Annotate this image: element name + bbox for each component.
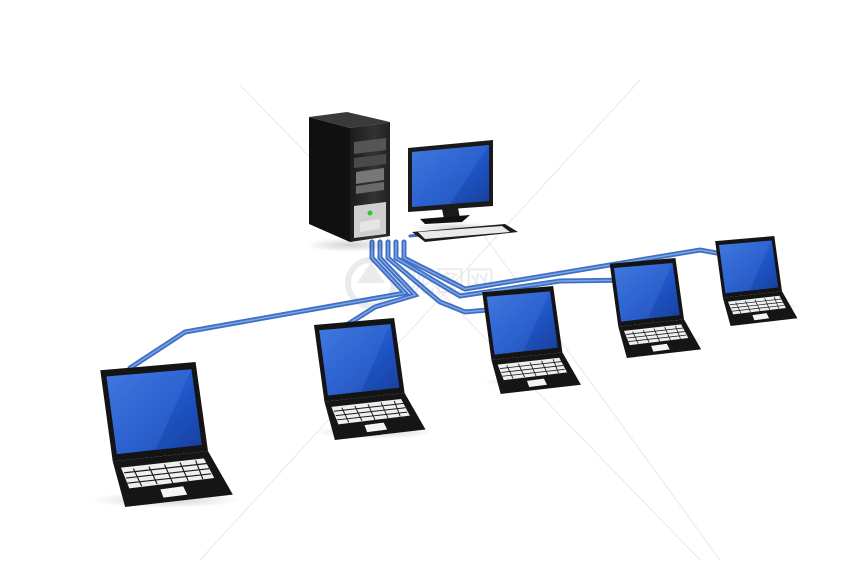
laptop-icon [481,286,587,394]
server-tower-icon [305,112,395,252]
laptop-icon [714,236,802,326]
network-cables [127,231,748,371]
desktop-monitor-icon [408,140,518,242]
laptop-icon [313,318,435,440]
laptop-icon [609,258,708,358]
laptop-icon [90,362,240,508]
